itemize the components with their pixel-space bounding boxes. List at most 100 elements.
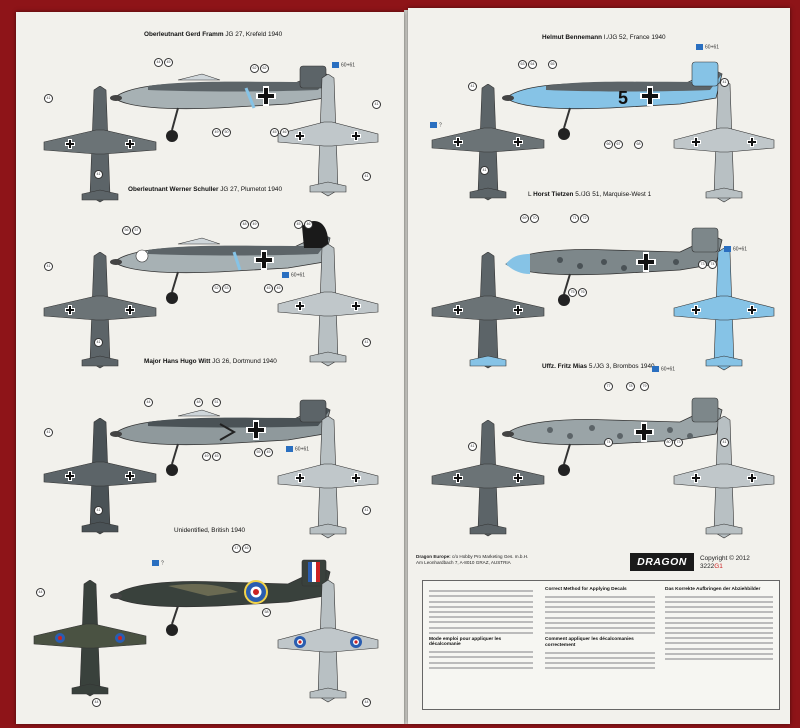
decal-ref-unknown: ? xyxy=(430,122,442,128)
decal-marker: 41 xyxy=(720,438,729,447)
decal-marker: 78 xyxy=(626,382,635,391)
aircraft-planform-bottom-6 xyxy=(673,248,775,371)
decal-marker: 41 xyxy=(372,100,381,109)
aircraft-planform-bottom-4 xyxy=(277,580,379,703)
decal-marker: 44 xyxy=(362,698,371,707)
aircraft-profile-side-3 xyxy=(110,399,331,476)
decal-marker: 74 xyxy=(708,260,717,269)
aircraft-planform-top-6 xyxy=(431,252,545,369)
svg-text:5: 5 xyxy=(618,88,628,108)
aircraft-planform-bottom-1 xyxy=(277,74,379,197)
decal-marker: 73 xyxy=(674,438,683,447)
decal-marker: 58 xyxy=(262,608,271,617)
decal-marker: 75 xyxy=(568,288,577,297)
decal-marker: 72 xyxy=(580,214,589,223)
aircraft-planform-bottom-7 xyxy=(673,416,775,539)
decal-marker: 49 xyxy=(202,452,211,461)
profile-caption-tietzen: L Horst Tietzen 5./JG 51, Marquise-West … xyxy=(528,191,652,198)
decal-ref-60-61: 60+61 xyxy=(282,272,305,278)
decal-marker: 70 xyxy=(530,214,539,223)
aircraft-profile-side-6 xyxy=(505,227,723,306)
decal-marker: 67 xyxy=(614,140,623,149)
decal-marker: 45 xyxy=(264,448,273,457)
decal-marker: 65 xyxy=(548,60,557,69)
instructions-german: Das Korrekte Aufbringen der Abziehbilder xyxy=(665,587,773,663)
aircraft-profile-side-1 xyxy=(110,65,331,142)
decal-instructions-box: Mode emploi pour appliquer les décalcoma… xyxy=(422,580,780,710)
decal-marker: 41 xyxy=(94,170,103,179)
aircraft-planform-top-5 xyxy=(431,84,545,201)
decal-marker: 45 xyxy=(294,220,303,229)
right-page: Helmut Bennemann I./JG 52, France 1940 L… xyxy=(408,8,790,724)
decal-color-swatch xyxy=(332,62,339,68)
aircraft-planform-top-1 xyxy=(43,86,157,203)
decal-ref-60-61: 60+61 xyxy=(652,366,675,372)
decal-marker: 44 xyxy=(92,698,101,707)
decal-marker: 62 xyxy=(250,64,259,73)
decal-marker: 41 xyxy=(362,172,371,181)
decal-marker: 44 xyxy=(154,58,163,67)
decal-color-swatch xyxy=(724,246,731,252)
decal-marker: 41 xyxy=(94,506,103,515)
decal-marker: 55 xyxy=(254,448,263,457)
profile-caption-unidentified: Unidentified, British 1940 xyxy=(174,527,246,534)
decal-marker: 71 xyxy=(570,214,579,223)
decal-marker: 41 xyxy=(362,338,371,347)
profile-caption-bennemann: Helmut Bennemann I./JG 52, France 1940 xyxy=(542,34,666,41)
aircraft-profile-side-4 xyxy=(110,559,331,636)
decal-color-swatch xyxy=(282,272,289,278)
decal-marker: 48 xyxy=(240,220,249,229)
decal-ref-60-61: 60+61 xyxy=(696,44,719,50)
decal-ref-unknown: ? xyxy=(152,560,164,566)
decal-marker: 46 xyxy=(304,220,313,229)
instructions-japanese: Mode emploi pour appliquer les décalcoma… xyxy=(429,587,533,672)
dragon-logo: DRAGON xyxy=(630,553,694,571)
profile-caption-mias: Uffz. Fritz Mias 5./JG 3, Brombos 1940 xyxy=(542,363,655,370)
decal-ref-60-61: 60+61 xyxy=(286,446,309,452)
decal-marker: 66 xyxy=(604,140,613,149)
decal-marker: 48 xyxy=(194,398,203,407)
decal-marker: 41 xyxy=(362,506,371,515)
decal-color-swatch xyxy=(696,44,703,50)
left-page: Oberleutnant Gerd Framm JG 27, Krefeld 1… xyxy=(16,12,404,724)
decal-color-swatch xyxy=(430,122,437,128)
decal-marker: 44 xyxy=(144,398,153,407)
decal-marker: 51 xyxy=(212,398,221,407)
profile-caption-witt: Major Hans Hugo Witt JG 26, Dortmund 194… xyxy=(144,358,277,365)
decal-marker: 73 xyxy=(698,260,707,269)
decal-marker: 45 xyxy=(264,284,273,293)
decal-marker: 68 xyxy=(634,140,643,149)
decal-marker: 52 xyxy=(212,284,221,293)
aircraft-planform-bottom-2 xyxy=(277,244,379,367)
copyright-notice: Copyright © 2012 3222G1 xyxy=(700,555,750,570)
instructions-english: Correct Method for Applying Decals Comme… xyxy=(545,587,655,672)
decal-marker: 57 xyxy=(132,226,141,235)
decal-marker: 46 xyxy=(280,128,289,137)
decal-marker: 56 xyxy=(122,226,131,235)
decal-marker: 62 xyxy=(260,64,269,73)
decal-marker: 45 xyxy=(270,128,279,137)
decal-color-swatch xyxy=(286,446,293,452)
decal-color-swatch xyxy=(152,560,159,566)
decal-ref-60-61: 60+61 xyxy=(332,62,355,68)
aircraft-profile-side-5: 5 xyxy=(502,61,723,140)
decal-marker: 69 xyxy=(520,214,529,223)
decal-color-swatch xyxy=(652,366,659,372)
decal-marker: 80 xyxy=(664,438,673,447)
decal-marker: 74 xyxy=(604,438,613,447)
aircraft-planform-bottom-5 xyxy=(673,80,775,203)
aircraft-profile-side-7 xyxy=(502,397,723,476)
decal-marker: 44 xyxy=(36,588,45,597)
decal-marker: 45 xyxy=(274,284,283,293)
decal-marker: 41 xyxy=(44,262,53,271)
decal-marker: 47 xyxy=(232,544,241,553)
decal-marker: 46 xyxy=(242,544,251,553)
decal-marker: 41 xyxy=(44,94,53,103)
decal-marker: 41 xyxy=(468,82,477,91)
decal-marker: 45 xyxy=(164,58,173,67)
aircraft-planform-bottom-3 xyxy=(277,416,379,539)
decal-marker: 41 xyxy=(44,428,53,437)
aircraft-planform-top-3 xyxy=(43,418,157,535)
profile-caption-schuller: Oberleutnant Werner Schuller JG 27, Plum… xyxy=(128,186,283,193)
page-fold xyxy=(404,10,409,724)
